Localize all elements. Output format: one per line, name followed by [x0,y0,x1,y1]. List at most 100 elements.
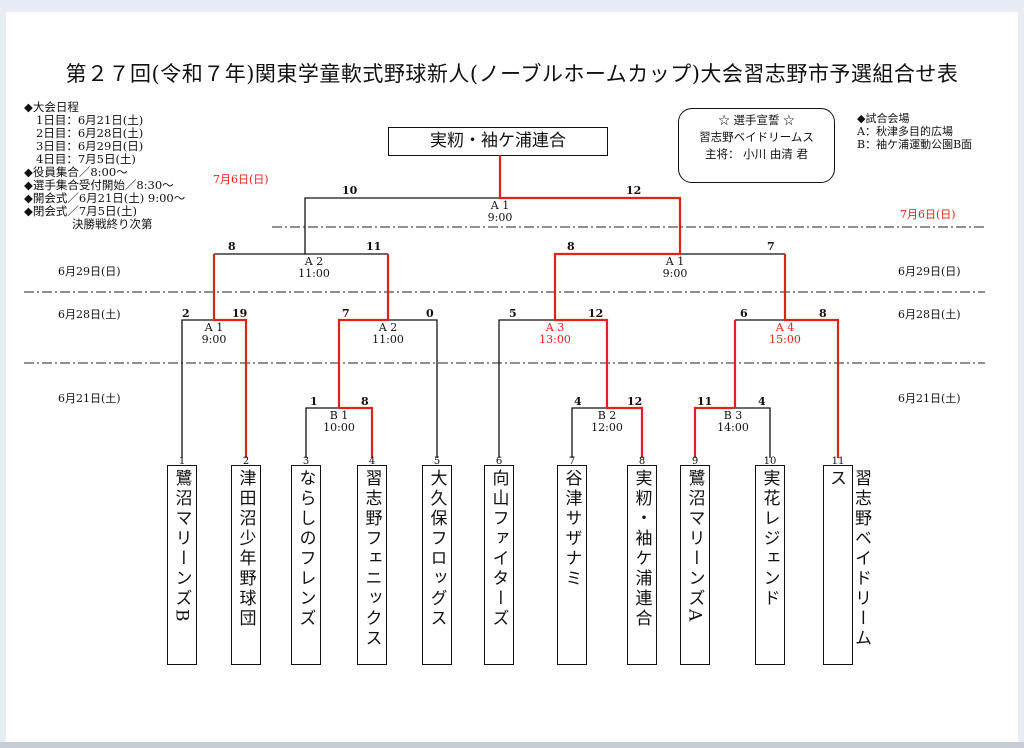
schedule-day-2: 2日目：6月28日(土) [36,126,144,140]
match-court: B 2 [597,409,617,422]
match-time: 15:00 [769,333,801,346]
team-box: ならしのフレンズ [291,465,321,665]
score: 7 [767,240,775,253]
schedule-note-4: ◆閉会式／7月5日(土) [24,204,137,218]
date-label-round1-right: 6月21日(土) [898,392,961,405]
team-box: 実花レジェンド [755,465,785,665]
match-time: 9:00 [487,211,513,224]
match-time: 12:00 [591,421,623,434]
team-name: 実籾・袖ケ浦連合 [631,469,652,629]
match-court: A 1 [204,321,224,334]
score: 8 [361,395,369,408]
team-name: ならしのフレンズ [295,469,316,629]
score: 1 [310,395,318,408]
score: 6 [740,307,748,320]
match-court: A 3 [545,321,565,334]
score: 11 [697,395,713,408]
venue-b: B：袖ケ浦運動公園B面 [857,138,973,151]
team-seed: 6 [495,456,503,467]
oath-team: 習志野ベイドリームス [699,130,814,144]
schedule-day-4: 4日目：7月5日(土) [36,152,136,166]
team-seed: 7 [568,456,576,467]
team-name: 鷺沼マリーンズA [684,469,705,625]
team-seed: 11 [831,456,845,467]
team-name: 谷津サザナミ [561,469,582,589]
match-time: 9:00 [662,267,688,280]
champion-box: 実籾・袖ケ浦連合 [388,127,608,156]
score: 5 [509,307,517,320]
team-seed: 4 [368,456,376,467]
match-court: A 4 [775,321,795,334]
team-box: 谷津サザナミ [557,465,587,665]
team-name: 実花レジェンド [759,469,780,609]
team-name: 習志野フェニックス [361,469,382,649]
match-court: A 2 [378,321,398,334]
score: 4 [574,395,582,408]
score: 11 [366,240,382,253]
score: 12 [627,395,643,408]
team-name: 向山ファイターズ [488,469,509,629]
schedule-note-1: ◆役員集合／8:00～ [24,165,128,179]
team-box: 鷺沼マリーンズA [680,465,710,665]
match-court: B 1 [329,409,349,422]
score: 8 [228,240,236,253]
match-time: 10:00 [323,421,355,434]
page-title: 第２７回(令和７年)関東学童軟式野球新人(ノーブルホームカップ)大会習志野市予選… [65,62,959,86]
date-label-quarter-right: 6月28日(土) [898,308,961,321]
team-box: 実籾・袖ケ浦連合 [627,465,657,665]
score: 8 [567,240,575,253]
schedule-note-2: ◆選手集合受付開始／8:30～ [24,178,174,192]
match-time: 13:00 [539,333,571,346]
match-court: A 1 [490,199,510,212]
bracket-red-lines [212,155,840,458]
date-label-final-left: 7月6日(日) [213,173,269,186]
date-label-round1-left: 6月21日(土) [58,392,121,405]
venue-a: A：秋津多目的広場 [857,125,953,138]
schedule-note-3: ◆開会式／6月21日(土) 9:00～ [24,191,186,205]
date-label-final-right: 7月6日(日) [900,208,956,221]
match-time: 14:00 [717,421,749,434]
team-seed: 3 [302,456,310,467]
schedule-day-3: 3日目：6月29日(日) [36,139,144,153]
team-box: 津田沼少年野球団 [231,465,261,665]
oath-captain: 主将： 小川 由清 君 [705,147,808,161]
viewer-bottom-edge [0,742,1024,748]
score: 12 [588,307,604,320]
round-separators [24,226,985,364]
team-seed: 1 [178,456,186,467]
score: 19 [232,307,248,320]
schedule-info: ◆大会日程 1日目：6月21日(土) 2日目：6月28日(土) 3日目：6月29… [24,101,185,231]
venue-header: ◆試合会場 [857,112,910,125]
score: 10 [342,184,358,197]
score: 7 [342,307,350,320]
team-name: 鷺沼マリーンズB [171,469,192,625]
document-page [6,12,1018,742]
team-box: 習志野ベイドリームス [823,465,871,665]
match-court: B 3 [723,409,743,422]
match-time: 9:00 [201,333,227,346]
date-label-semi-right: 6月29日(日) [898,265,961,278]
oath-box: ☆ 選手宣誓 ☆ 習志野ベイドリームス 主将： 小川 由清 君 [678,108,835,183]
score: 8 [819,307,827,320]
team-seed: 10 [763,456,777,467]
team-box: 大久保フロッグス [422,465,452,665]
team-name: 大久保フロッグス [426,469,447,629]
date-label-quarter-left: 6月28日(土) [58,308,121,321]
bracket-black-lines [181,197,785,458]
match-court: A 1 [665,255,685,268]
schedule-header: ◆大会日程 [24,100,79,114]
schedule-day-1: 1日目：6月21日(土) [36,113,144,127]
score: 4 [758,395,766,408]
team-box: 向山ファイターズ [484,465,514,665]
team-name: 津田沼少年野球団 [235,469,256,629]
match-court: A 2 [304,255,324,268]
team-box: 習志野フェニックス [357,465,387,665]
